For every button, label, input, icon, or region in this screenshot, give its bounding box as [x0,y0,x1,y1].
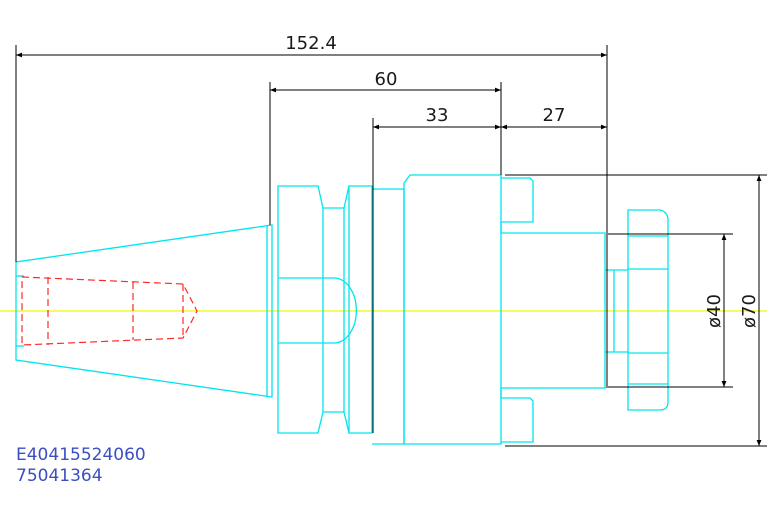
dimension-diameter-40: ø40 [608,233,733,388]
part-number-line-2: 75041364 [16,466,103,486]
dimension-label-33: 33 [426,105,449,126]
main-body [403,174,502,445]
dimension-label-152-4: 152.4 [285,33,337,54]
dimension-label-dia-40: ø40 [704,294,725,328]
dimension-length-27: 27 [501,105,607,130]
dimension-diameter-70: ø70 [505,174,767,447]
hidden-thread-bore [21,276,198,346]
dimension-label-27: 27 [543,105,566,126]
nose-nut [605,209,669,411]
dimension-overall-length: 152.4 [15,33,608,388]
dimension-length-60: 60 [269,69,502,225]
dimension-label-dia-70: ø70 [739,294,760,328]
flange-body [266,185,405,445]
front-section [500,177,606,443]
dimension-length-33: 33 [372,105,501,433]
taper-shank [15,224,273,398]
part-number-line-1: E40415524060 [16,445,146,465]
dimension-label-60: 60 [375,69,398,90]
